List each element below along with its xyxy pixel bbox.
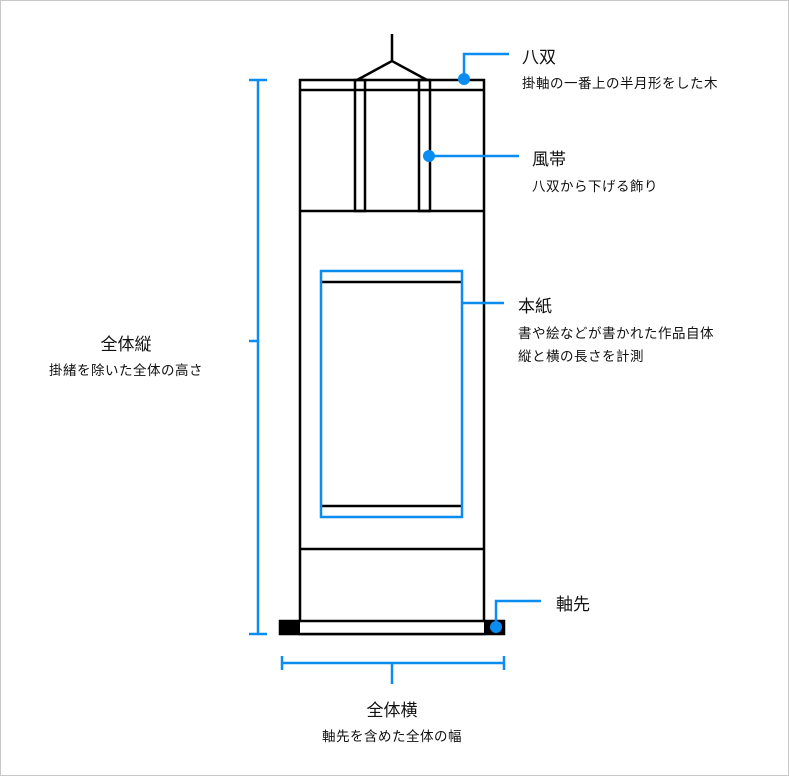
hasso-leader <box>462 52 509 79</box>
futai-left <box>353 78 367 213</box>
honshi-highlight <box>319 269 464 519</box>
hasso-dot <box>458 73 470 85</box>
total-width-desc: 軸先を含めた全体の幅 <box>322 729 462 745</box>
total-height-title: 全体縦 <box>100 335 152 355</box>
honshi-desc-2: 縦と横の長さを計測 <box>518 349 644 365</box>
honshi-title: 本紙 <box>518 297 552 317</box>
futai-right <box>417 78 432 213</box>
total-height-desc: 掛緒を除いた全体の高さ <box>49 363 203 379</box>
roller-bar <box>278 619 506 636</box>
jikusaki-left <box>280 621 300 635</box>
scroll-outline <box>298 78 486 636</box>
total-width-title: 全体横 <box>366 701 418 721</box>
hasso-title: 八双 <box>522 48 556 68</box>
jikusaki-title: 軸先 <box>556 595 590 615</box>
hasso-desc: 掛軸の一番上の半月形をした木 <box>522 76 718 92</box>
futai-desc: 八双から下げる飾り <box>532 179 658 195</box>
honshi-desc-1: 書や絵などが書かれた作品自体 <box>518 326 714 342</box>
futai-title: 風帯 <box>532 150 566 170</box>
hanging-cord-split <box>356 59 428 82</box>
jikusaki-leader <box>494 599 541 627</box>
jikusaki-dot <box>490 621 502 633</box>
futai-dot <box>423 150 435 162</box>
